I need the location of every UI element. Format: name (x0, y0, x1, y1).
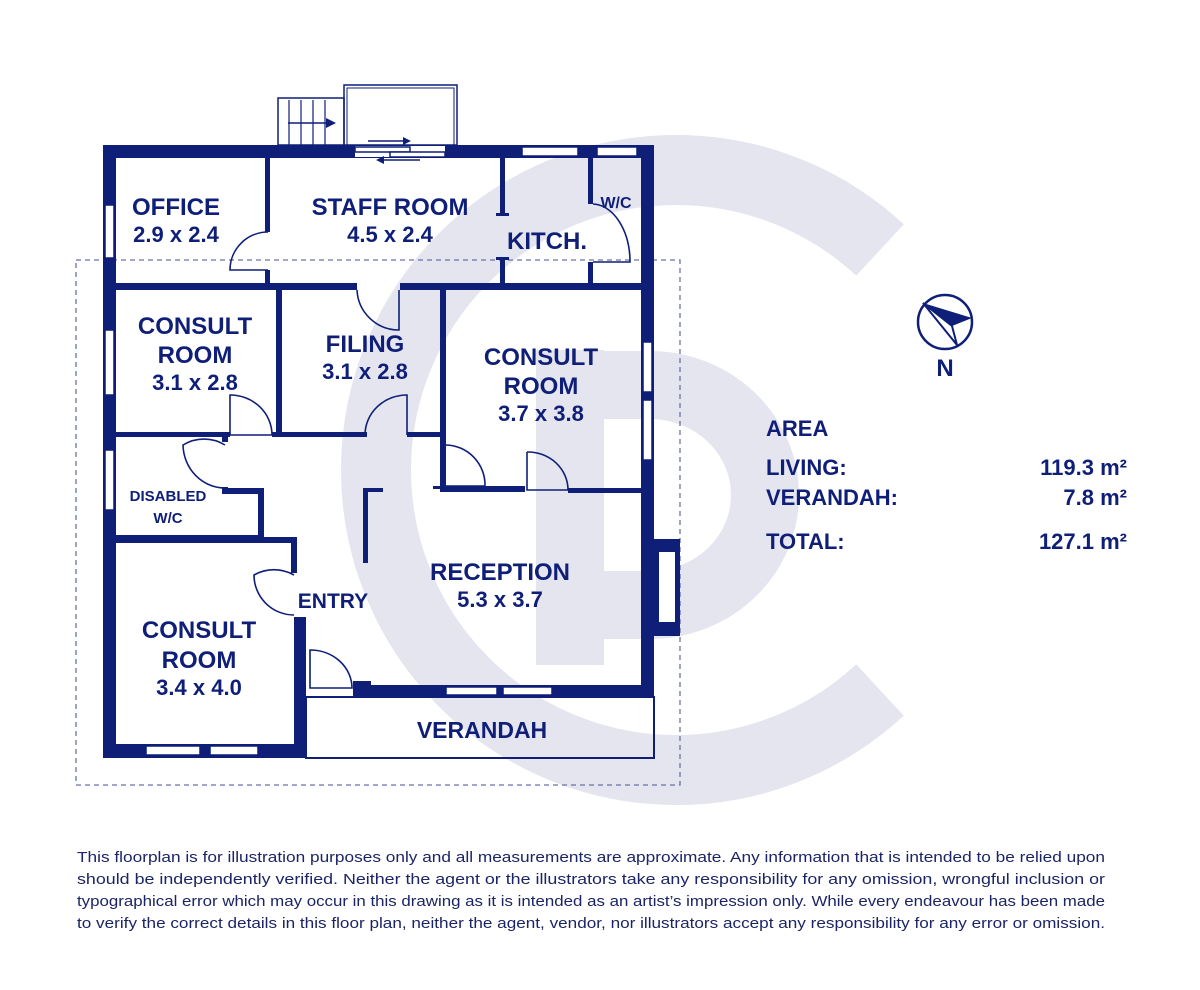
room-wc-name: W/C (600, 195, 632, 212)
sliding-door (354, 137, 446, 164)
disclaimer-line: This floorplan is for illustration purpo… (77, 849, 1105, 866)
room-consult2-size: 3.7 x 3.8 (498, 401, 584, 426)
room-disabled-line2: W/C (153, 510, 182, 527)
area-verandah-value: 7.8 m² (1063, 485, 1127, 510)
area-living-value: 119.3 m² (1040, 455, 1127, 480)
room-consult3-line1: CONSULT (142, 617, 257, 644)
north-arrow-icon: N (916, 293, 974, 382)
room-office-size: 2.9 x 2.4 (133, 222, 219, 247)
room-consult1-line2: ROOM (158, 342, 233, 369)
watermark-logo (341, 135, 904, 805)
room-filing-name: FILING (326, 331, 405, 358)
room-office-name: OFFICE (132, 194, 220, 221)
area-total-label: TOTAL: (766, 529, 845, 554)
site-boundary (75, 259, 681, 786)
room-verandah-name: VERANDAH (417, 717, 547, 743)
room-staff-name: STAFF ROOM (312, 194, 469, 221)
room-consult3-size: 3.4 x 4.0 (156, 675, 242, 700)
room-entry-name: ENTRY (298, 590, 368, 613)
windows (104, 146, 675, 756)
room-reception-name: RECEPTION (430, 559, 570, 586)
arrow-right-icon (326, 118, 336, 128)
room-consult1-size: 3.1 x 2.8 (152, 370, 238, 395)
room-consult1-line1: CONSULT (138, 313, 253, 340)
area-verandah-label: VERANDAH: (766, 485, 898, 510)
room-disabled-line1: DISABLED (130, 488, 207, 505)
area-living-label: LIVING: (766, 455, 847, 480)
door-swings (182, 203, 631, 689)
room-reception-size: 5.3 x 3.7 (457, 587, 543, 612)
room-consult3-line2: ROOM (162, 647, 237, 674)
disclaimer-line: typographical error which may occur in t… (77, 893, 1105, 910)
stairs (277, 84, 458, 146)
room-staff-size: 4.5 x 2.4 (347, 222, 433, 247)
area-summary: AREA LIVING: 119.3 m² VERANDAH: 7.8 m² T… (766, 416, 1127, 554)
room-labels: OFFICE 2.9 x 2.4 STAFF ROOM 4.5 x 2.4 KI… (130, 194, 632, 743)
compass-label: N (936, 355, 953, 382)
disclaimer-line: should be independently verified. Neithe… (77, 871, 1105, 888)
room-filing-size: 3.1 x 2.8 (322, 359, 408, 384)
disclaimer-line: to verify the correct details in this fl… (77, 915, 1105, 932)
verandah-outline (305, 696, 655, 759)
room-consult2-line1: CONSULT (484, 344, 599, 371)
disclaimer: This floorplan is for illustration purpo… (77, 849, 1105, 932)
area-title: AREA (766, 416, 828, 441)
room-kitchen-name: KITCH. (507, 228, 587, 255)
area-total-value: 127.1 m² (1039, 529, 1127, 554)
room-consult2-line2: ROOM (504, 373, 579, 400)
